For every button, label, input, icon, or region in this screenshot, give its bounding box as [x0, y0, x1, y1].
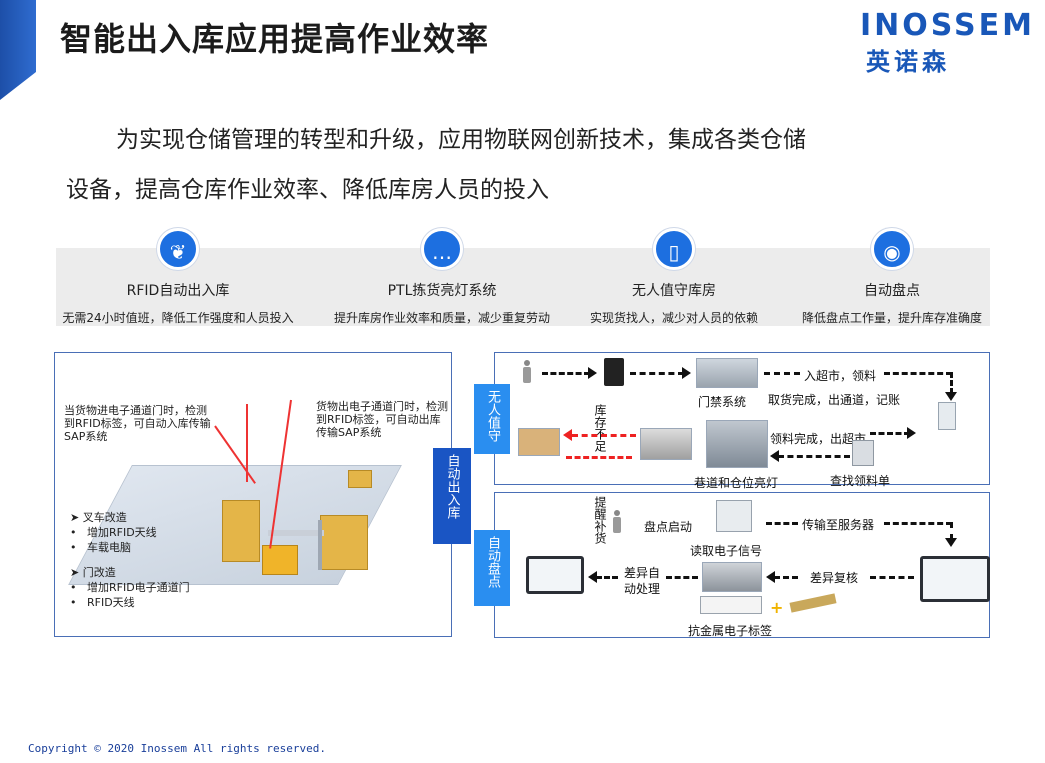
kiosk-illustration — [852, 440, 874, 466]
header-corner-decoration — [0, 0, 36, 100]
center-tag-auto-inout: 自动出入库 — [433, 448, 471, 544]
feature-rfid: ❦ RFID自动出入库 无需24小时值班，降低工作强度和人员投入 — [56, 228, 300, 326]
door-title: 门改造 — [82, 566, 116, 579]
feature-label: 无人值守库房 — [632, 283, 716, 299]
page-title: 智能出入库应用提高作业效率 — [60, 20, 490, 58]
server-monitor-illustration — [920, 556, 990, 602]
client-monitor-illustration — [526, 556, 584, 594]
send-label: 传输至服务器 — [802, 518, 875, 532]
copyright-text: Copyright © 2020 Inossem All rights rese… — [28, 742, 327, 755]
brand-logo: INOSSEM — [860, 8, 1035, 43]
note-outbound: 货物出电子通道门时，检测到RFID标签，可自动出库传输SAP系统 — [316, 400, 448, 439]
warehouse-shelf-photo — [702, 562, 762, 592]
flow-arrow — [666, 576, 698, 579]
feature-desc: 提升库房作业效率和质量，减少重复劳动 — [333, 311, 550, 325]
door-item: RFID天线 — [86, 596, 135, 609]
tablet-icon: ▯ — [653, 228, 695, 270]
forklift-item: 车载电脑 — [86, 541, 131, 554]
feature-band — [56, 248, 990, 326]
arrow-right-icon — [907, 427, 916, 439]
intro-line-1: 为实现仓储管理的转型和升级，应用物联网创新技术，集成各类仓储 — [116, 127, 806, 153]
feature-unattended: ▯ 无人值守库房 实现货找人，减少对人员的依赖 — [552, 228, 796, 326]
feature-desc: 无需24小时值班，降低工作强度和人员投入 — [62, 311, 294, 325]
feature-label: PTL拣货亮灯系统 — [387, 283, 497, 299]
access-gate-photo — [696, 358, 758, 388]
flow-arrow — [870, 432, 910, 435]
rfid-door-illustration — [318, 520, 322, 570]
flow-arrow — [774, 576, 798, 579]
forklift-illustration — [262, 545, 298, 575]
arrow-down-icon — [945, 538, 957, 547]
boxes-photo — [518, 428, 560, 456]
feature-label: 自动盘点 — [864, 283, 920, 299]
arrow-left-icon — [770, 450, 779, 462]
chat-bubble-icon: … — [421, 228, 463, 270]
shelf-illustration — [320, 515, 368, 570]
tag-label: 抗金属电子标签 — [688, 624, 773, 638]
feature-ptl: … PTL拣货亮灯系统 提升库房作业效率和质量，减少重复劳动 — [320, 228, 564, 326]
shelves-photo — [640, 428, 692, 460]
flow-arrow — [950, 522, 953, 540]
inventory-tag: 自动盘点 — [474, 530, 510, 606]
rfid-label-illustration — [700, 596, 762, 614]
unattended-tag: 无人值守 — [474, 384, 510, 454]
stock-short-label: 库存不足 — [593, 404, 607, 452]
remind-label: 提醒补货 — [593, 496, 607, 544]
lit-aisle-photo — [706, 420, 768, 468]
rfid-door-illustration — [268, 530, 324, 536]
eye-icon: ◉ — [871, 228, 913, 270]
feature-label: RFID自动出入库 — [126, 283, 230, 299]
truck-illustration — [348, 470, 372, 488]
rfid-gate-illustration — [938, 402, 956, 430]
rfid-reader-illustration — [716, 500, 752, 532]
stock-flow-arrow — [566, 456, 632, 459]
note-inbound: 当货物进电子通道门时，检测到RFID标签，可自动入库传输SAP系统 — [64, 404, 211, 443]
flow-arrow — [950, 372, 953, 394]
person-icon — [522, 360, 532, 384]
door-item: 增加RFID电子通道门 — [86, 581, 190, 594]
arrow-left-icon — [588, 571, 597, 583]
arrow-right-icon — [682, 367, 691, 379]
feature-auto-count: ◉ 自动盘点 降低盘点工作量，提升库存准确度 — [770, 228, 1014, 326]
stock-flow-arrow — [572, 434, 636, 437]
arrow-down-icon — [945, 392, 957, 401]
plus-icon: + — [770, 598, 784, 617]
leaf-icon: ❦ — [157, 228, 199, 270]
flow-arrow — [542, 372, 590, 375]
pointer-line — [246, 404, 248, 482]
enter-label: 入超市，领料 — [804, 369, 877, 383]
forklift-mods: ➤ 叉车改造 • 增加RFID天线 • 车载电脑 ➤ 门改造 • 增加RFID电… — [70, 511, 190, 609]
brand-logo-cn: 英诺森 — [866, 48, 950, 76]
forklift-title: 叉车改造 — [82, 511, 127, 524]
card-reader-illustration — [604, 358, 624, 386]
read-label: 读取电子信号 — [690, 544, 763, 558]
flow-arrow — [630, 372, 684, 375]
flow-arrow — [778, 455, 850, 458]
arrow-left-icon — [766, 571, 775, 583]
collect-done-label: 领料完成，出超市 — [770, 432, 867, 446]
flow-arrow — [870, 576, 914, 579]
shelf-illustration — [222, 500, 260, 562]
flow-arrow — [884, 522, 952, 525]
feature-desc: 降低盘点工作量，提升库存准确度 — [801, 311, 982, 325]
flow-arrow — [764, 372, 800, 375]
find-label: 查找领料单 — [830, 474, 891, 488]
access-label: 门禁系统 — [698, 395, 747, 409]
flow-arrow — [596, 576, 618, 579]
person-icon — [612, 510, 622, 534]
feature-desc: 实现货找人，减少对人员的依赖 — [589, 311, 758, 325]
diff-review-label: 差异复核 — [810, 571, 859, 585]
pick-done-label: 取货完成，出通道，记账 — [768, 393, 901, 407]
arrow-right-icon — [588, 367, 597, 379]
start-label: 盘点启动 — [644, 520, 693, 534]
forklift-item: 增加RFID天线 — [86, 526, 157, 539]
arrow-left-red-icon — [563, 429, 572, 441]
diff-auto-label: 差异自动处理 — [624, 566, 661, 596]
flow-arrow — [766, 522, 798, 525]
flow-arrow — [884, 372, 952, 375]
intro-line-2: 设备，提高仓库作业效率、降低库房人员的投入 — [66, 177, 549, 203]
aisle-label: 巷道和仓位亮灯 — [694, 476, 779, 490]
